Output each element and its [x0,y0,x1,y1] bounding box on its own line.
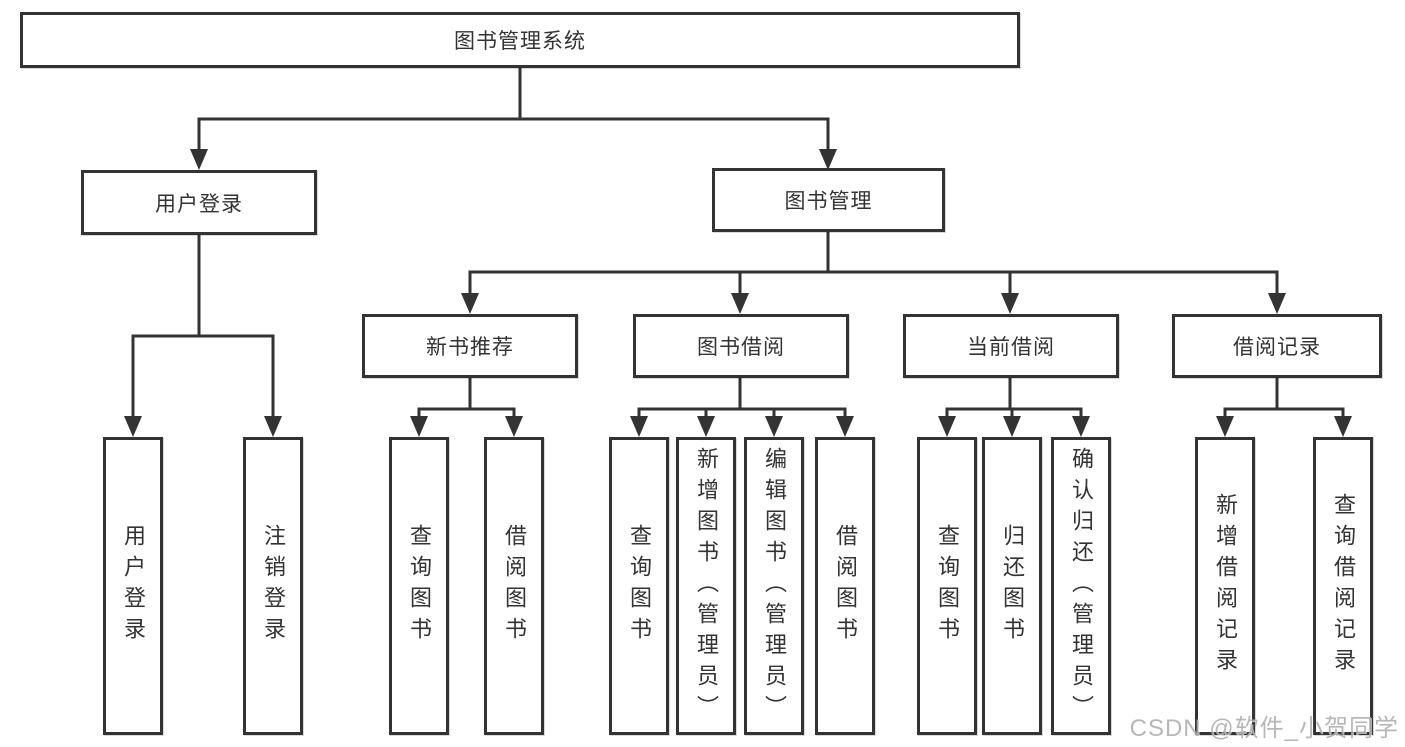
arrowheads [124,149,1352,437]
leaf-logout: 注销登录 [243,437,303,735]
leaf-edit-books-admin: 编辑图书（管理员） [744,437,804,735]
leaf-confirm-return-admin: 确认归还（管理员） [1051,437,1111,735]
leaf-user-login: 用户登录 [103,437,163,735]
leaf-query-borrow-record: 查询借阅记录 [1313,437,1373,735]
leaf-borrow-books-recommend: 借阅图书 [484,437,544,735]
leaf-add-borrow-record: 新增借阅记录 [1195,437,1255,735]
node-label: 用户登录 [155,192,243,216]
leaf-add-books-admin: 新增图书（管理员） [676,437,736,735]
node-book-borrowing: 图书借阅 [633,314,849,378]
node-new-book-recommend: 新书推荐 [362,314,578,378]
node-label: 归还图书 [1000,524,1025,648]
node-user-login: 用户登录 [81,170,317,235]
node-book-management: 图书管理 [712,168,945,232]
node-label: 借阅记录 [1233,336,1321,359]
node-label: 查询图书 [627,524,652,648]
node-label: 用户登录 [121,524,146,648]
node-label: 图书借阅 [697,336,785,359]
node-label: 注销登录 [261,524,286,648]
leaf-return-books: 归还图书 [982,437,1042,735]
leaf-query-books-recommend: 查询图书 [389,437,449,735]
node-label: 当前借阅 [967,336,1055,359]
node-label: 图书管理系统 [454,30,586,53]
node-label: 查询图书 [407,524,432,648]
node-label: 借阅图书 [502,524,527,648]
node-label: 查询借阅记录 [1331,493,1356,679]
node-label: 新书推荐 [426,336,514,359]
node-current-borrowing: 当前借阅 [903,314,1119,378]
node-label: 新增图书（管理员） [694,446,719,726]
node-label: 确认归还（管理员） [1069,446,1094,726]
node-label: 编辑图书（管理员） [762,446,787,726]
node-borrow-records: 借阅记录 [1172,314,1382,378]
leaf-query-books-borrowing: 查询图书 [609,437,669,735]
leaf-borrow-books: 借阅图书 [815,437,875,735]
node-label: 借阅图书 [833,524,858,648]
node-label: 查询图书 [935,524,960,648]
node-library-management-system: 图书管理系统 [20,12,1020,68]
node-label: 图书管理 [784,190,873,213]
node-label: 新增借阅记录 [1213,493,1238,679]
leaf-query-books-current: 查询图书 [917,437,977,735]
csdn-watermark: CSDN @软件_小贺同学 [1129,715,1399,742]
